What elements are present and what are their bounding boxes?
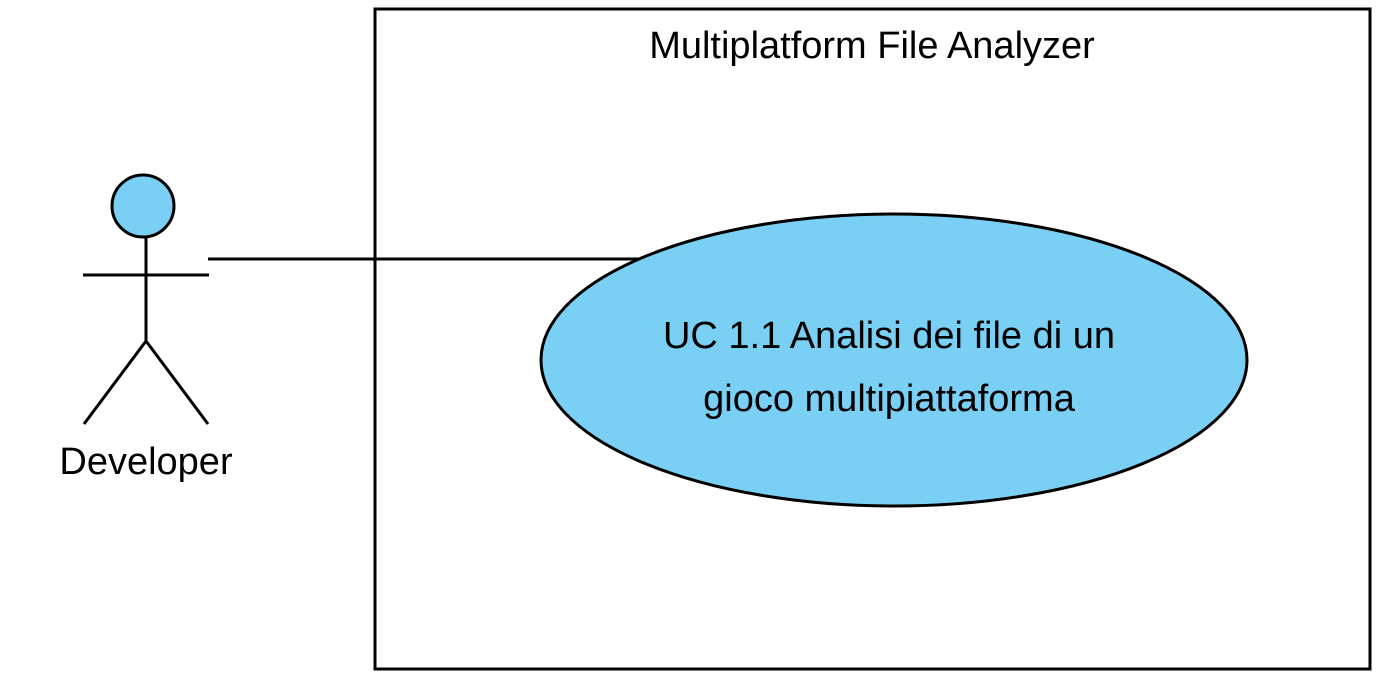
actor-name: Developer <box>59 441 233 483</box>
actor-right-leg <box>144 340 210 425</box>
system-title: Multiplatform File Analyzer <box>649 25 1095 67</box>
use-case: UC 1.1 Analisi dei file di un gioco mult… <box>539 212 1249 508</box>
actor-left-leg <box>82 340 148 425</box>
use-case-ellipse <box>539 212 1249 508</box>
use-case-label-line1: UC 1.1 Analisi dei file di un <box>663 315 1115 357</box>
actor-developer: Developer <box>59 173 233 483</box>
use-case-label-line2: gioco multipiattaforma <box>703 378 1076 420</box>
actor-head <box>110 173 176 239</box>
